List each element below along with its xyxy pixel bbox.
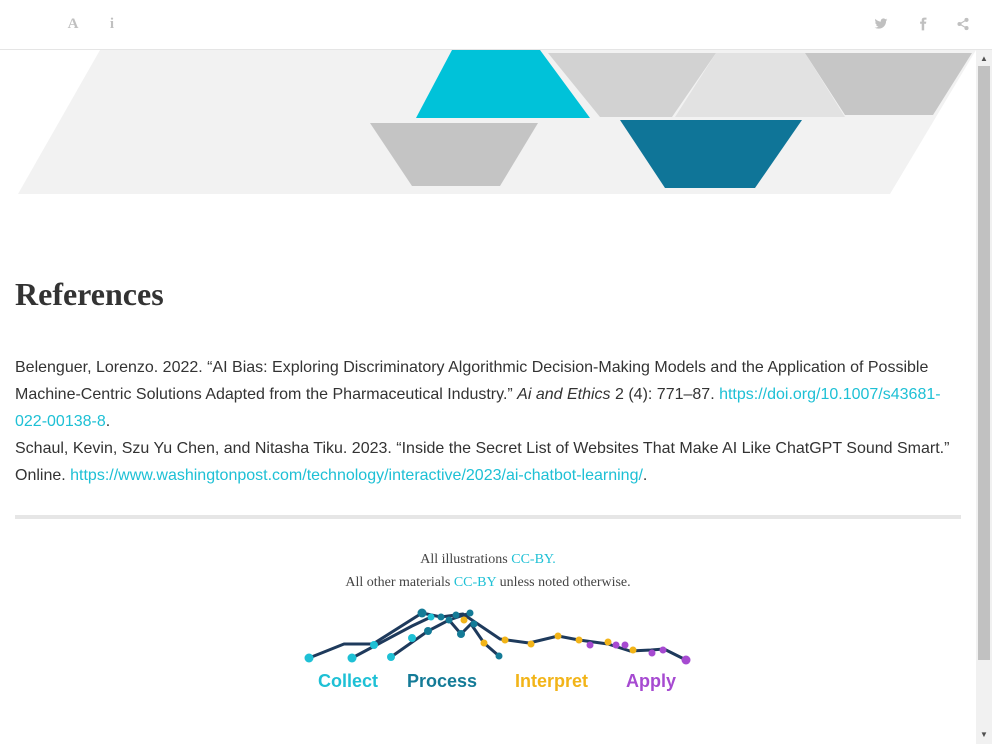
logo-label-apply: Apply <box>626 671 676 691</box>
info-icon[interactable]: i <box>109 16 115 32</box>
cc-by-materials-link[interactable]: CC-BY <box>453 575 497 590</box>
hero-cyan-triangle <box>416 50 590 118</box>
section-divider <box>15 515 961 519</box>
cc-by-illustrations-link[interactable]: CC-BY. <box>511 552 556 567</box>
hero-gray-trapezoid-3 <box>370 123 538 186</box>
reference-entry: Schaul, Kevin, Szu Yu Chen, and Nitasha … <box>15 440 950 484</box>
interpret-dots <box>460 616 637 654</box>
scrollbar-thumb[interactable] <box>978 66 990 660</box>
apply-dots <box>586 641 691 665</box>
hero-graphic <box>18 50 976 194</box>
top-toolbar: A i <box>0 0 992 50</box>
illustrations-license: All illustrations CC-BY. <box>420 552 556 567</box>
hero-teal-trapezoid <box>620 120 802 188</box>
hero-light-trapezoid <box>675 53 845 117</box>
vertical-scrollbar[interactable]: ▲ ▼ <box>976 50 992 744</box>
hero-gray-trapezoid-2 <box>805 53 972 115</box>
logo-label-interpret: Interpret <box>515 671 588 691</box>
collect-dots <box>304 613 435 663</box>
logo-line-branch-2 <box>390 618 500 659</box>
logo-label-process: Process <box>407 671 477 691</box>
font-icon[interactable]: A <box>67 16 79 32</box>
doi-link[interactable]: https://doi.org/10.1007/s43681-022-00138… <box>15 386 941 430</box>
logo-label-collect: Collect <box>318 671 378 691</box>
references-heading: References <box>15 276 164 312</box>
scroll-up-arrow-icon[interactable]: ▲ <box>980 54 988 63</box>
facebook-icon[interactable] <box>913 14 933 34</box>
process-dots <box>417 608 503 660</box>
materials-license: All other materials CC-BY unless noted o… <box>345 575 631 590</box>
hero-gray-trapezoid-1 <box>548 53 716 117</box>
logo-line-branch-3 <box>448 611 471 622</box>
data-lifecycle-logo: Collect Process Interpret Apply <box>304 608 691 691</box>
license-footer: All illustrations CC-BY. All other mater… <box>0 548 976 594</box>
journal-title: Ai and Ethics <box>517 386 611 403</box>
share-icon[interactable] <box>953 14 973 34</box>
reference-entry: Belenguer, Lorenzo. 2022. “AI Bias: Expl… <box>15 359 941 430</box>
scroll-down-arrow-icon[interactable]: ▼ <box>980 730 988 739</box>
twitter-icon[interactable] <box>871 14 891 34</box>
washington-post-link[interactable]: https://www.washingtonpost.com/technolog… <box>70 467 643 484</box>
references-list: Belenguer, Lorenzo. 2022. “AI Bias: Expl… <box>15 354 965 489</box>
